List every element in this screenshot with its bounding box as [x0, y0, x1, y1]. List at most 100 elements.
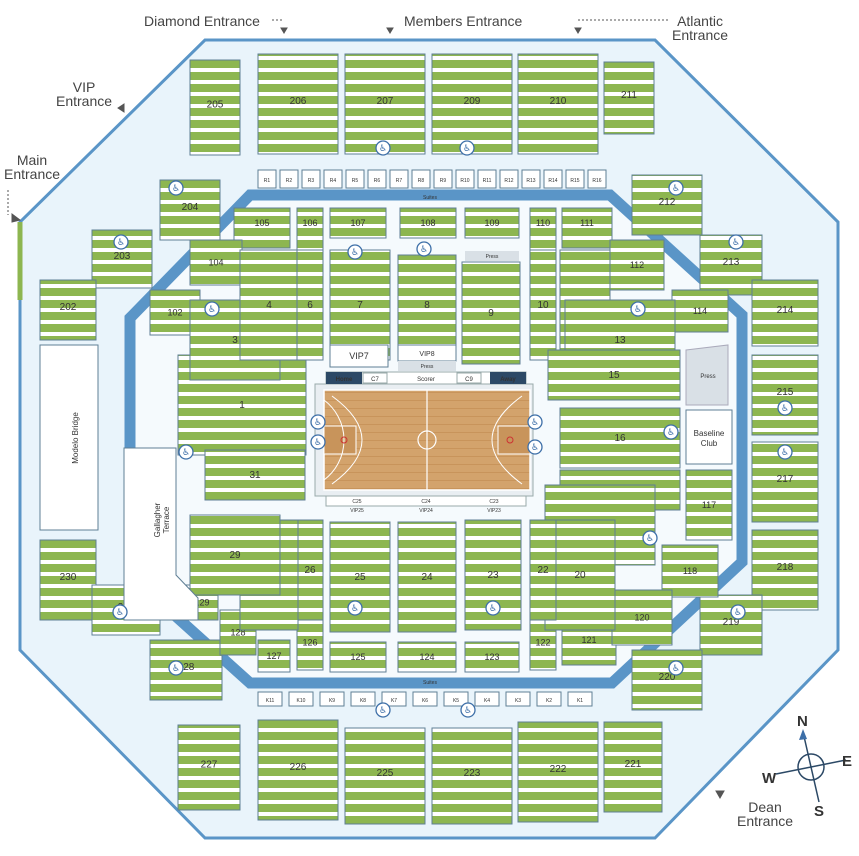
- section-8[interactable]: 8: [397, 254, 457, 356]
- c9-box[interactable]: [456, 372, 482, 384]
- section-207[interactable]: 207: [344, 53, 426, 155]
- section-114[interactable]: 114: [671, 289, 729, 333]
- section-227[interactable]: 227: [177, 724, 241, 811]
- section-125[interactable]: 125: [329, 641, 387, 673]
- section-104[interactable]: 104: [189, 239, 243, 286]
- vip-box-VIP8[interactable]: VIP8: [397, 344, 457, 362]
- section-117[interactable]: 117: [685, 469, 733, 541]
- section-4[interactable]: 4: [239, 249, 299, 361]
- suite-R16[interactable]: R16: [587, 169, 607, 189]
- section-203[interactable]: 203: [91, 229, 153, 289]
- section-110[interactable]: 110: [529, 207, 557, 254]
- section-220[interactable]: 220: [631, 649, 703, 711]
- suite-R7[interactable]: R7: [389, 169, 409, 189]
- vip-box-VIP7[interactable]: VIP7: [329, 344, 389, 368]
- section-124[interactable]: 124: [397, 641, 457, 673]
- members-entrance-label[interactable]: Members Entrance: [404, 13, 523, 29]
- section-107[interactable]: 107: [329, 207, 387, 239]
- suite-R1[interactable]: R1: [257, 169, 277, 189]
- section-212[interactable]: 212: [631, 174, 703, 236]
- suite-K9[interactable]: K9: [319, 691, 345, 707]
- section-206[interactable]: 206: [257, 53, 339, 155]
- section-225[interactable]: 225: [344, 727, 426, 825]
- section-29[interactable]: 29: [189, 514, 281, 596]
- suite-R10[interactable]: R10: [455, 169, 475, 189]
- section-7[interactable]: 7: [329, 249, 391, 361]
- section-109[interactable]: 109: [464, 207, 520, 239]
- suite-R5[interactable]: R5: [345, 169, 365, 189]
- modelo-bridge[interactable]: [39, 344, 99, 531]
- suite-R14[interactable]: R14: [543, 169, 563, 189]
- suite-K10[interactable]: K10: [288, 691, 314, 707]
- section-228[interactable]: 228: [149, 639, 223, 701]
- section-126[interactable]: 126: [296, 614, 324, 671]
- section-210[interactable]: 210: [517, 53, 599, 155]
- suite-K7[interactable]: K7: [381, 691, 407, 707]
- diamond-entrance-label[interactable]: Diamond Entrance: [144, 13, 260, 29]
- section-222[interactable]: 222: [517, 721, 599, 823]
- section-105[interactable]: 105: [233, 207, 291, 249]
- section-209[interactable]: 209: [431, 53, 513, 155]
- section-221[interactable]: 221: [603, 721, 663, 813]
- suite-R4[interactable]: R4: [323, 169, 343, 189]
- section-211[interactable]: 211: [603, 61, 655, 135]
- section-218[interactable]: 218: [751, 529, 819, 611]
- section-230[interactable]: 230: [39, 539, 97, 621]
- suite-K8[interactable]: K8: [350, 691, 376, 707]
- suite-K2[interactable]: K2: [536, 691, 562, 707]
- section-118[interactable]: 118: [661, 544, 719, 598]
- section-202[interactable]: 202: [39, 279, 97, 341]
- section-215[interactable]: 215: [751, 354, 819, 436]
- section-205[interactable]: 205: [189, 59, 241, 156]
- section-127[interactable]: 127: [257, 639, 291, 673]
- press-box-east[interactable]: [685, 344, 729, 406]
- section-10[interactable]: 10: [529, 249, 557, 361]
- section-217[interactable]: 217: [751, 441, 819, 523]
- section-108[interactable]: 108: [399, 207, 457, 239]
- suite-R11[interactable]: R11: [477, 169, 497, 189]
- away-bench[interactable]: [490, 372, 526, 384]
- section-26[interactable]: 26: [296, 519, 324, 621]
- section-16[interactable]: 16: [559, 407, 681, 469]
- suite-K4[interactable]: K4: [474, 691, 500, 707]
- section-6[interactable]: 6: [296, 249, 324, 361]
- press-center-strip[interactable]: [398, 361, 456, 371]
- suite-R15[interactable]: R15: [565, 169, 585, 189]
- section-112[interactable]: 112: [609, 239, 665, 291]
- baseline-club[interactable]: [685, 409, 733, 465]
- suite-K6[interactable]: K6: [412, 691, 438, 707]
- suite-R3[interactable]: R3: [301, 169, 321, 189]
- suite-R8[interactable]: R8: [411, 169, 431, 189]
- section-111[interactable]: 111: [561, 207, 613, 249]
- section-226[interactable]: 226: [257, 719, 339, 821]
- section-219[interactable]: 219: [699, 594, 763, 656]
- suite-K3[interactable]: K3: [505, 691, 531, 707]
- section-23[interactable]: 23: [464, 519, 522, 631]
- section-9[interactable]: 9: [461, 261, 521, 365]
- section-22[interactable]: 22: [529, 519, 557, 621]
- section-214[interactable]: 214: [751, 279, 819, 347]
- suite-R13[interactable]: R13: [521, 169, 541, 189]
- gallagher-terrace[interactable]: [123, 447, 199, 621]
- suite-R9[interactable]: R9: [433, 169, 453, 189]
- c7-box[interactable]: [362, 372, 388, 384]
- section-31[interactable]: 31: [204, 449, 306, 501]
- section-25[interactable]: 25: [329, 521, 391, 633]
- suite-K11[interactable]: K11: [257, 691, 283, 707]
- suite-K1[interactable]: K1: [567, 691, 593, 707]
- section-120[interactable]: 120: [611, 589, 673, 646]
- section-123[interactable]: 123: [464, 641, 520, 673]
- section-15[interactable]: 15: [547, 349, 681, 401]
- home-bench[interactable]: [326, 372, 362, 384]
- section-24[interactable]: 24: [397, 521, 457, 633]
- section-223[interactable]: 223: [431, 727, 513, 825]
- suite-R6[interactable]: R6: [367, 169, 387, 189]
- suite-R12[interactable]: R12: [499, 169, 519, 189]
- suite-K5[interactable]: K5: [443, 691, 469, 707]
- suite-R2[interactable]: R2: [279, 169, 299, 189]
- press-north-strip[interactable]: [465, 251, 519, 261]
